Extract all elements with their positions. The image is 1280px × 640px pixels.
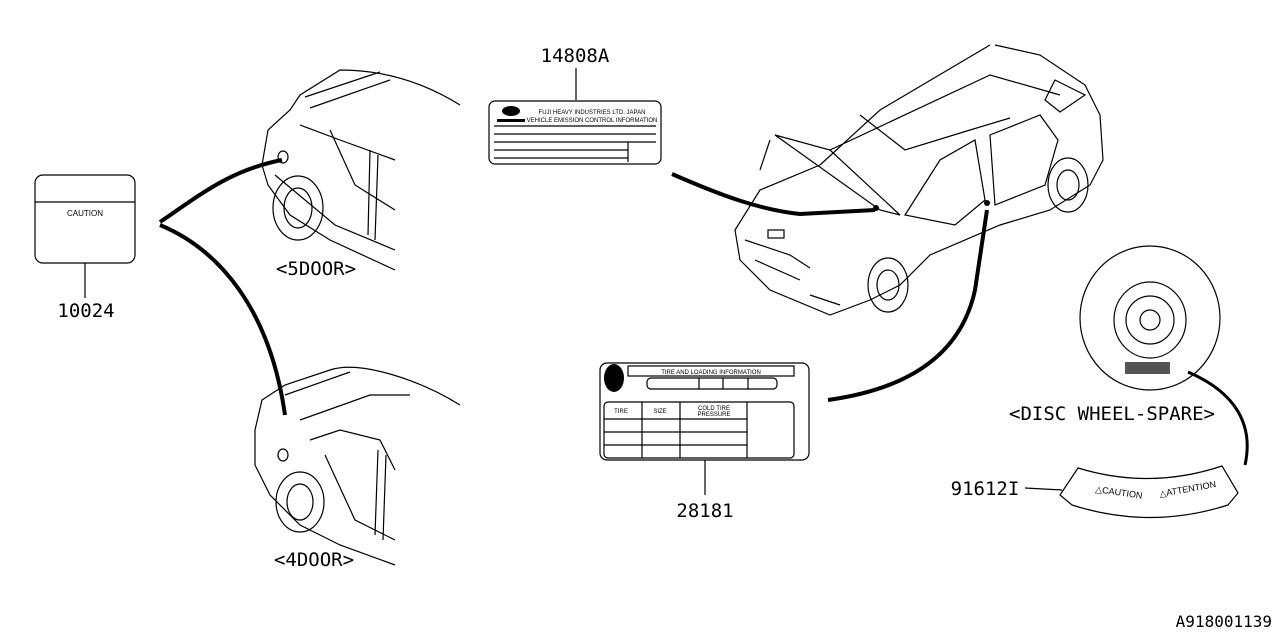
part-number-10024: 10024 bbox=[57, 300, 114, 322]
leader-line-caution-5door bbox=[158, 158, 283, 224]
spare-label-position bbox=[1125, 362, 1170, 374]
car-5door-rear-drawing: <5DOOR> bbox=[261, 69, 461, 280]
variant-spare-label: <DISC WHEEL-SPARE> bbox=[1009, 403, 1215, 425]
leader-line-caution-4door bbox=[159, 223, 287, 416]
spare-caution-label-91612I[interactable]: △CAUTION △ATTENTION 91612I bbox=[951, 465, 1239, 519]
tire-icon bbox=[604, 364, 624, 392]
tire-col-pressure-1: COLD TIRE bbox=[698, 406, 730, 412]
car-4door-rear-drawing: <4DOOR> bbox=[254, 366, 461, 571]
leader-line-tire-label bbox=[827, 209, 989, 402]
part-number-14808A: 14808A bbox=[541, 45, 610, 67]
leader-line-emission bbox=[671, 172, 876, 217]
tire-col-pressure-2: PRESSURE bbox=[697, 412, 730, 418]
tire-col-size: SIZE bbox=[653, 409, 666, 415]
tire-col-tire: TIRE bbox=[614, 409, 628, 415]
car-front-drawing bbox=[734, 44, 1104, 316]
diagram-id: A918001139 bbox=[1176, 612, 1272, 631]
emission-label-14808A[interactable]: 14808A FUJI HEAVY INDUSTRIES LTD. JAPAN … bbox=[488, 45, 662, 165]
emission-label-line1: FUJI HEAVY INDUSTRIES LTD. JAPAN bbox=[539, 110, 646, 116]
subaru-logo-icon bbox=[502, 106, 520, 116]
part-number-28181: 28181 bbox=[676, 500, 733, 522]
emission-label-line2: VEHICLE EMISSION CONTROL INFORMATION bbox=[527, 118, 658, 124]
spare-label-caution: △CAUTION bbox=[1095, 484, 1143, 501]
leader-line-spare bbox=[1187, 370, 1249, 466]
caution-label-text: CAUTION bbox=[67, 209, 103, 218]
caution-label-10024[interactable]: CAUTION 10024 bbox=[34, 174, 136, 322]
tire-label-title: TIRE AND LOADING INFORMATION bbox=[661, 370, 761, 376]
spare-label-attention: △ATTENTION bbox=[1159, 479, 1217, 499]
variant-5door-label: <5DOOR> bbox=[276, 258, 356, 280]
variant-4door-label: <4DOOR> bbox=[274, 549, 354, 571]
tire-loading-label-28181[interactable]: TIRE AND LOADING INFORMATION TIRE SIZE C… bbox=[599, 362, 810, 522]
spare-wheel-drawing: <DISC WHEEL-SPARE> bbox=[1009, 245, 1221, 425]
part-number-91612I: 91612I bbox=[951, 478, 1020, 500]
